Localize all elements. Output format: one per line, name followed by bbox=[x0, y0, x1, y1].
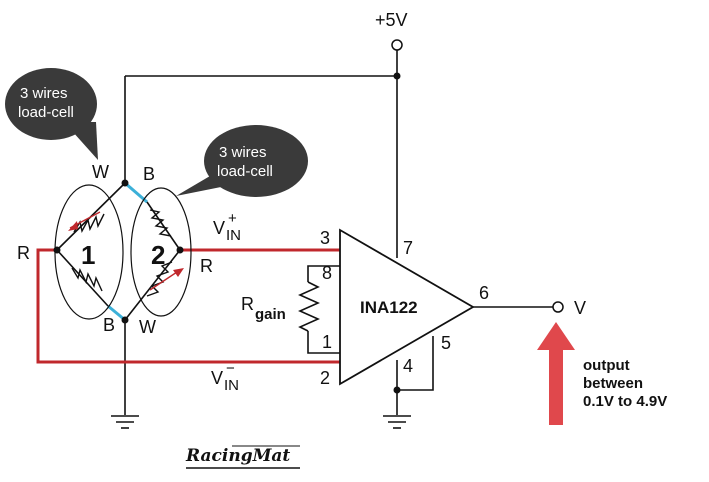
note-line-1: output bbox=[583, 357, 630, 374]
bridge-nodes bbox=[121, 179, 129, 324]
gain-resistor: R gain bbox=[241, 265, 340, 354]
load-cell-2: 2 bbox=[124, 187, 192, 321]
terminal-w-top: W bbox=[92, 162, 109, 182]
supply-pin bbox=[391, 39, 403, 51]
svg-text:V: V bbox=[211, 368, 223, 388]
svg-text:RacingMat: RacingMat bbox=[185, 446, 290, 466]
bridge-links bbox=[107, 181, 148, 322]
ina122-amplifier: INA122 3 2 8 1 7 4 5 6 bbox=[320, 228, 489, 388]
pin-8: 8 bbox=[322, 263, 332, 283]
rgain-label: R bbox=[241, 294, 254, 314]
terminal-w-bottom: W bbox=[139, 317, 156, 337]
svg-text:IN: IN bbox=[226, 227, 241, 244]
bubble-2-line-1: 3 wires bbox=[219, 144, 267, 161]
svg-text:gain: gain bbox=[255, 306, 286, 323]
pin-3: 3 bbox=[320, 228, 330, 248]
svg-text:+: + bbox=[228, 210, 237, 227]
output-range-note: output between 0.1V to 4.9V bbox=[583, 357, 667, 410]
supply-label: +5V bbox=[375, 10, 408, 30]
load-cell-2-number: 2 bbox=[151, 240, 165, 270]
terminal-b-top: B bbox=[143, 164, 155, 184]
ground-symbol-right bbox=[383, 415, 411, 429]
vin-minus-label: V IN − bbox=[211, 360, 239, 394]
terminal-b-bottom: B bbox=[103, 315, 115, 335]
note-line-2: between bbox=[583, 375, 643, 392]
terminal-r-right: R bbox=[200, 256, 213, 276]
load-cell-1: 1 bbox=[53, 182, 126, 320]
note-line-3: 0.1V to 4.9V bbox=[583, 393, 667, 410]
bubble-1: 3 wires load-cell bbox=[5, 68, 98, 160]
pin-1: 1 bbox=[322, 332, 332, 352]
output-terminal: V bbox=[473, 298, 586, 318]
amplifier-name: INA122 bbox=[360, 298, 418, 317]
supply-wires bbox=[124, 50, 401, 258]
terminal-r-left: R bbox=[17, 243, 30, 263]
supply-terminal: +5V bbox=[375, 10, 408, 51]
load-cell-1-number: 1 bbox=[81, 240, 95, 270]
pin-2: 2 bbox=[320, 368, 330, 388]
svg-text:−: − bbox=[226, 360, 235, 377]
ground-symbol-left bbox=[111, 415, 139, 429]
bubble-2-line-2: load-cell bbox=[217, 163, 273, 180]
bubble-2: 3 wires load-cell bbox=[176, 125, 308, 197]
terminal-labels: W B R R B W bbox=[17, 162, 213, 337]
ground-wires bbox=[124, 320, 434, 415]
racingmat-logo: RacingMat bbox=[185, 445, 300, 469]
svg-text:V: V bbox=[213, 218, 225, 238]
bubble-1-line-2: load-cell bbox=[18, 104, 74, 121]
annotation-arrow bbox=[537, 322, 575, 425]
pin-6: 6 bbox=[479, 283, 489, 303]
pin-5: 5 bbox=[441, 333, 451, 353]
vin-plus-label: V IN + bbox=[213, 210, 241, 244]
pin-7: 7 bbox=[403, 238, 413, 258]
pin-4: 4 bbox=[403, 356, 413, 376]
signal-wires bbox=[36, 248, 340, 364]
bubble-1-line-1: 3 wires bbox=[20, 85, 68, 102]
output-label: V bbox=[574, 298, 586, 318]
svg-text:IN: IN bbox=[224, 377, 239, 394]
